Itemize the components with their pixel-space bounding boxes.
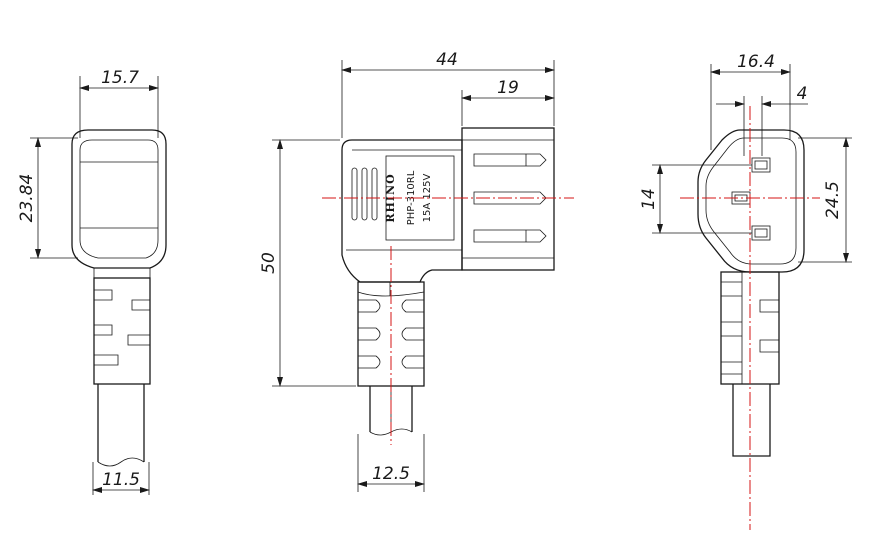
dim-head-width: 19 <box>497 78 519 98</box>
dim-face-height: 24.5 <box>823 181 843 219</box>
dim-left-width: 15.7 <box>101 68 139 88</box>
dim-face-width: 16.4 <box>737 52 775 72</box>
dim-pin-span: 14 <box>639 188 659 210</box>
dim-total-width: 44 <box>436 50 458 70</box>
dim-height: 50 <box>259 252 279 274</box>
middle-front-view: RHINO PHP-310RL 15A 125V <box>259 50 574 492</box>
left-side-view: 15.7 23.84 11.5 <box>17 68 167 495</box>
dim-pin-offset: 4 <box>797 84 808 104</box>
dim-left-cable: 11.5 <box>102 470 140 490</box>
dim-left-height: 23.84 <box>17 174 37 223</box>
dim-middle-cable: 12.5 <box>372 464 410 484</box>
right-face-view: 16.4 4 14 24.5 <box>639 52 852 530</box>
